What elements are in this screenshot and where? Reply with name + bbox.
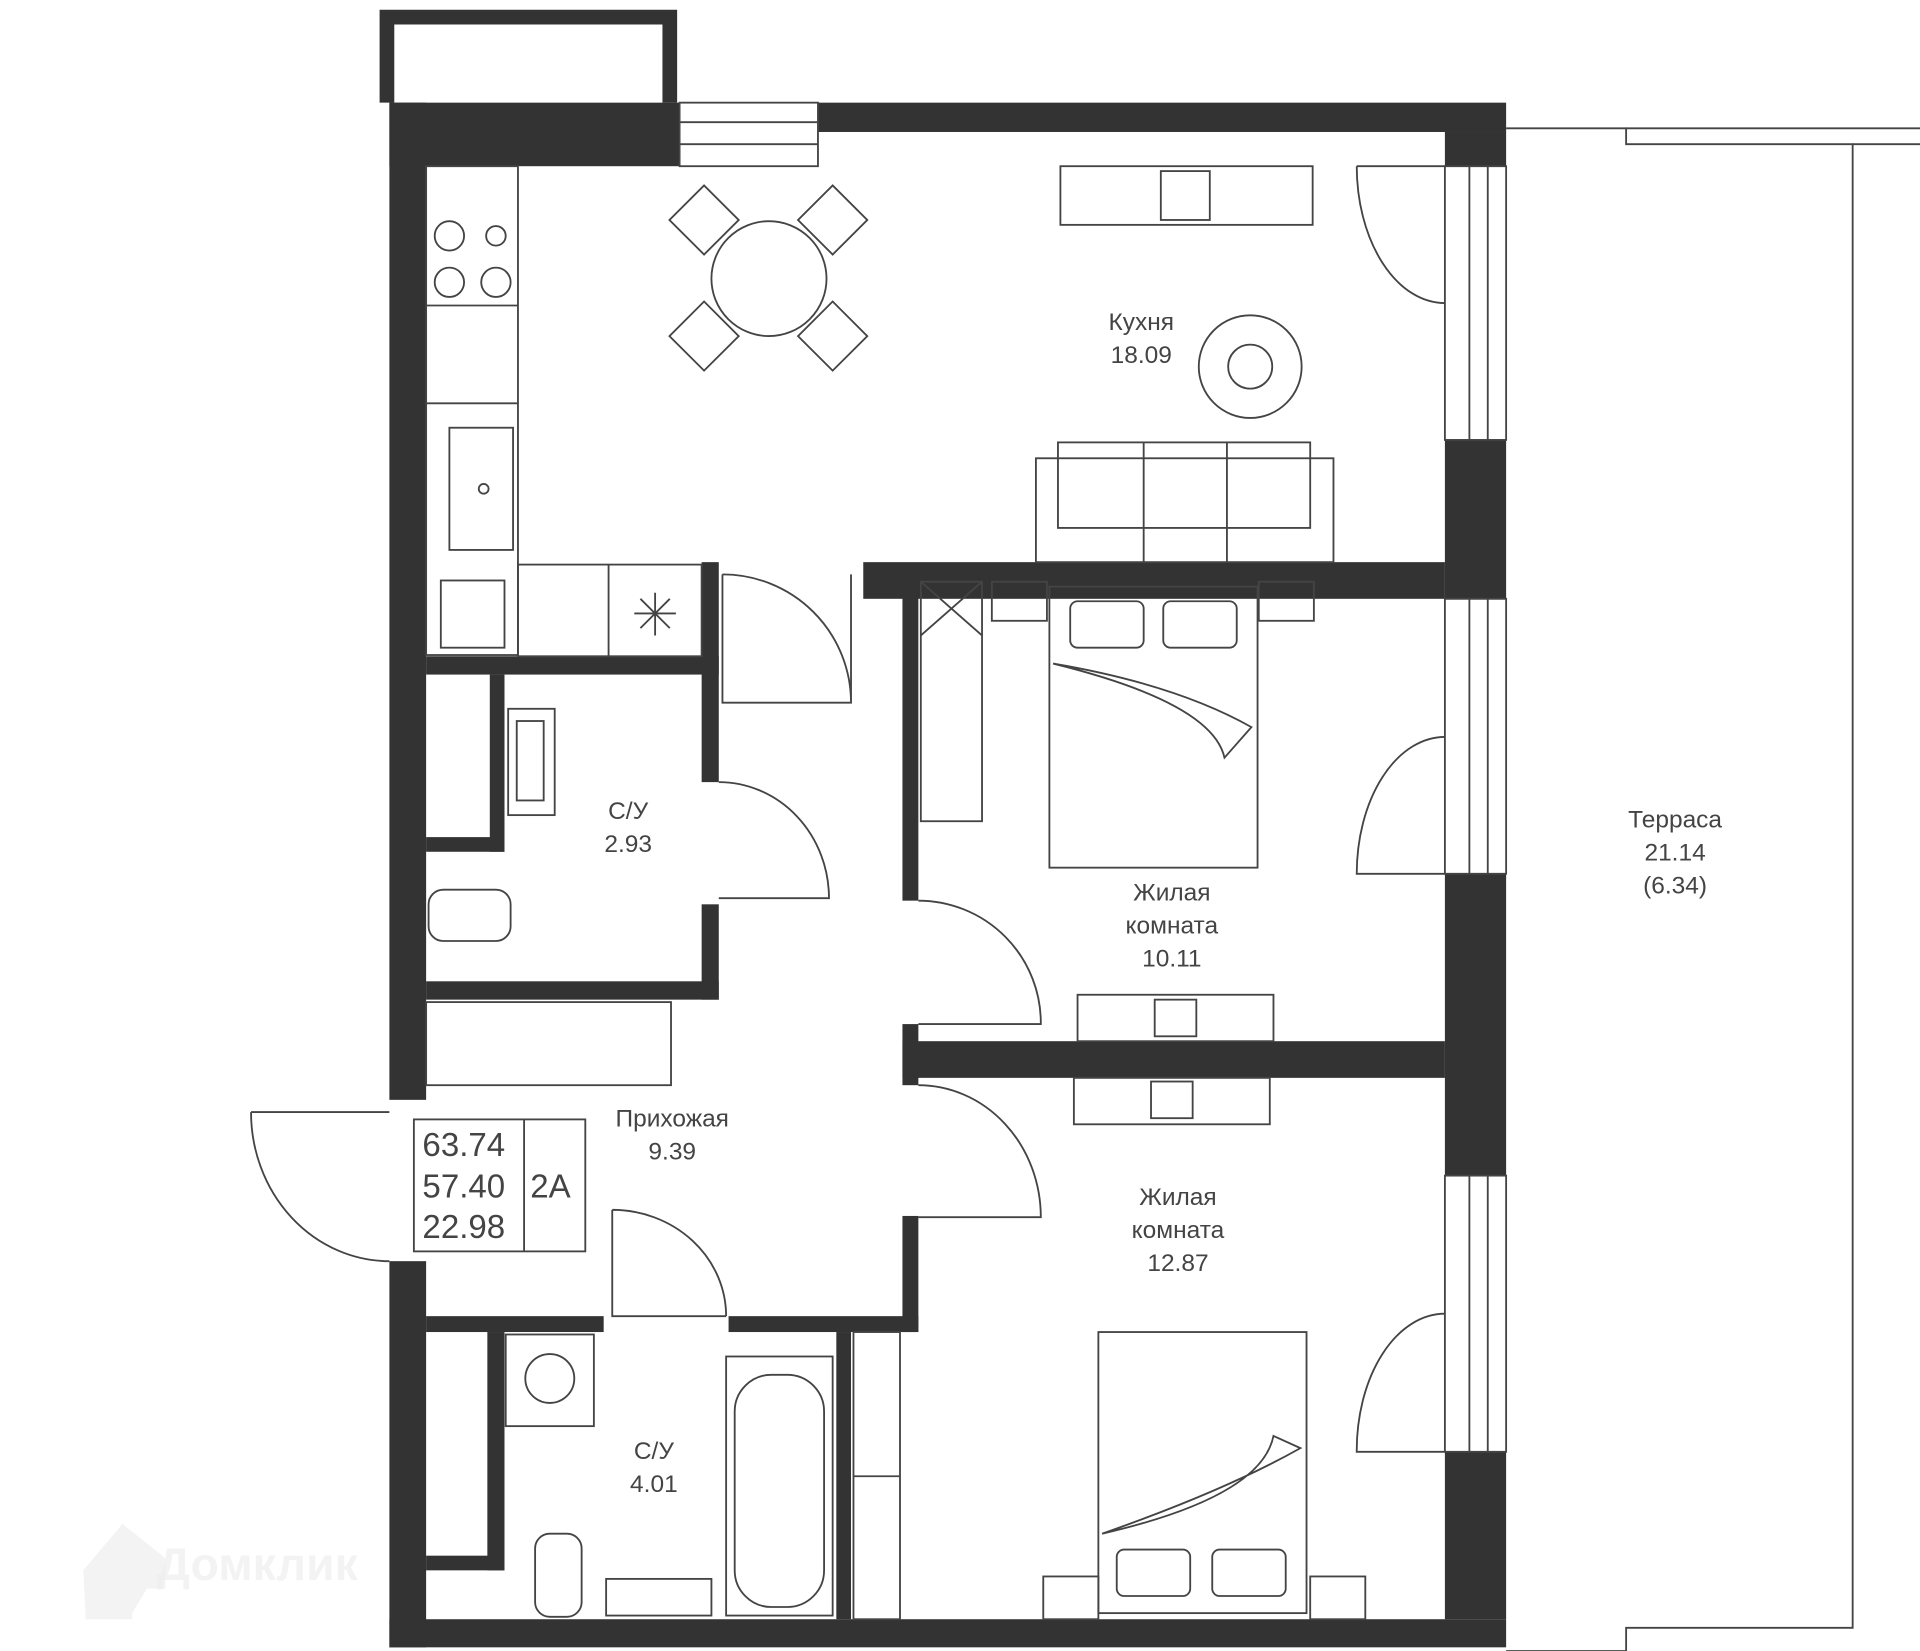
bedroom2-name: Жилая	[1139, 1184, 1216, 1211]
kitchen-area: 18.09	[1111, 342, 1172, 369]
bedroom2-name2: комната	[1132, 1217, 1225, 1244]
room-labels: Кухня 18.09 С/У 2.93 Жилая комната 10.11…	[422, 309, 1722, 1498]
wc1-name: С/У	[608, 798, 648, 825]
terrace-area-reduced: (6.34)	[1643, 872, 1707, 899]
bedroom1-name: Жилая	[1133, 880, 1210, 907]
kitchen-furniture	[425, 165, 1335, 658]
bathroom-fixtures	[412, 707, 834, 1618]
terrace-outline	[1506, 127, 1854, 1651]
bedroom2-furniture	[852, 1076, 1367, 1621]
watermark-text: Домклик	[157, 1538, 359, 1590]
bedroom1-name2: комната	[1126, 913, 1219, 940]
summary-box	[412, 1118, 587, 1253]
watermark: Домклик	[83, 1523, 359, 1620]
terrace-name: Терраса	[1628, 806, 1722, 833]
total-area: 63.74	[422, 1126, 505, 1163]
house-logo-icon	[83, 1523, 166, 1620]
bedroom2-area: 12.87	[1147, 1250, 1208, 1277]
terrace-area: 21.14	[1644, 839, 1705, 866]
balcony-frame	[379, 9, 678, 103]
living-area: 22.98	[422, 1208, 505, 1245]
kitchen-name: Кухня	[1108, 309, 1174, 336]
wc1-area: 2.93	[604, 831, 652, 858]
apartment-type: 2А	[530, 1168, 570, 1205]
walls	[389, 102, 1507, 1648]
bedroom1-furniture	[919, 580, 1315, 1043]
living-total-area: 57.40	[422, 1168, 505, 1205]
terrace-rail	[1626, 127, 1920, 146]
hall-name: Прихожая	[616, 1106, 729, 1133]
hall-area: 9.39	[648, 1139, 696, 1166]
wc2-area: 4.01	[630, 1471, 678, 1498]
bedroom1-area: 10.11	[1142, 946, 1201, 973]
wc2-name: С/У	[634, 1438, 674, 1465]
doors	[250, 165, 1445, 1453]
